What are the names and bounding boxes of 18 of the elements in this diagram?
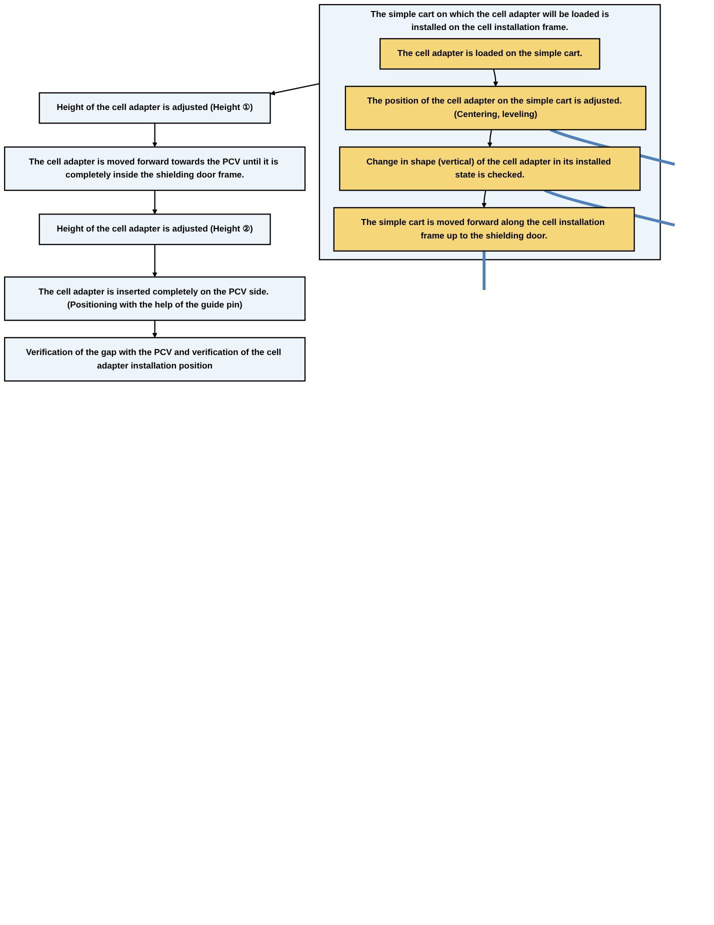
node-box: The cell adapter is moved forward towards the PCV until it is completely inside the shielding door frame. (4, 146, 306, 191)
node-box: The position of the cell adapter on the simple cart is adjusted. (Centering, leveling) (344, 86, 646, 130)
arrow (152, 123, 158, 148)
arrow (152, 244, 158, 278)
node-box: Change in shape (vertical) of the cell adapter in its installed state is checked. (339, 146, 641, 191)
arrow (487, 130, 492, 148)
node-box: Verification of the gap with the PCV and verification of the cell adapter installation position (4, 337, 306, 382)
arrow (492, 68, 498, 87)
node-box: Height of the cell adapter is adjusted (Height ①) (38, 92, 271, 124)
node-box: The simple cart is moved forward along the cell installation frame up to the shielding door. (333, 207, 635, 252)
arrow (152, 190, 158, 214)
arrow (482, 190, 487, 208)
arrow (270, 83, 320, 96)
arrow (152, 320, 158, 338)
node-box: Height of the cell adapter is adjusted (Height ②) (38, 214, 271, 246)
connector (482, 251, 486, 290)
node-box: The cell adapter is loaded on the simple cart. (380, 38, 600, 70)
node-box: The cell adapter is inserted completely on the PCV side. (Positioning with the help of the guide pin) (4, 276, 306, 321)
